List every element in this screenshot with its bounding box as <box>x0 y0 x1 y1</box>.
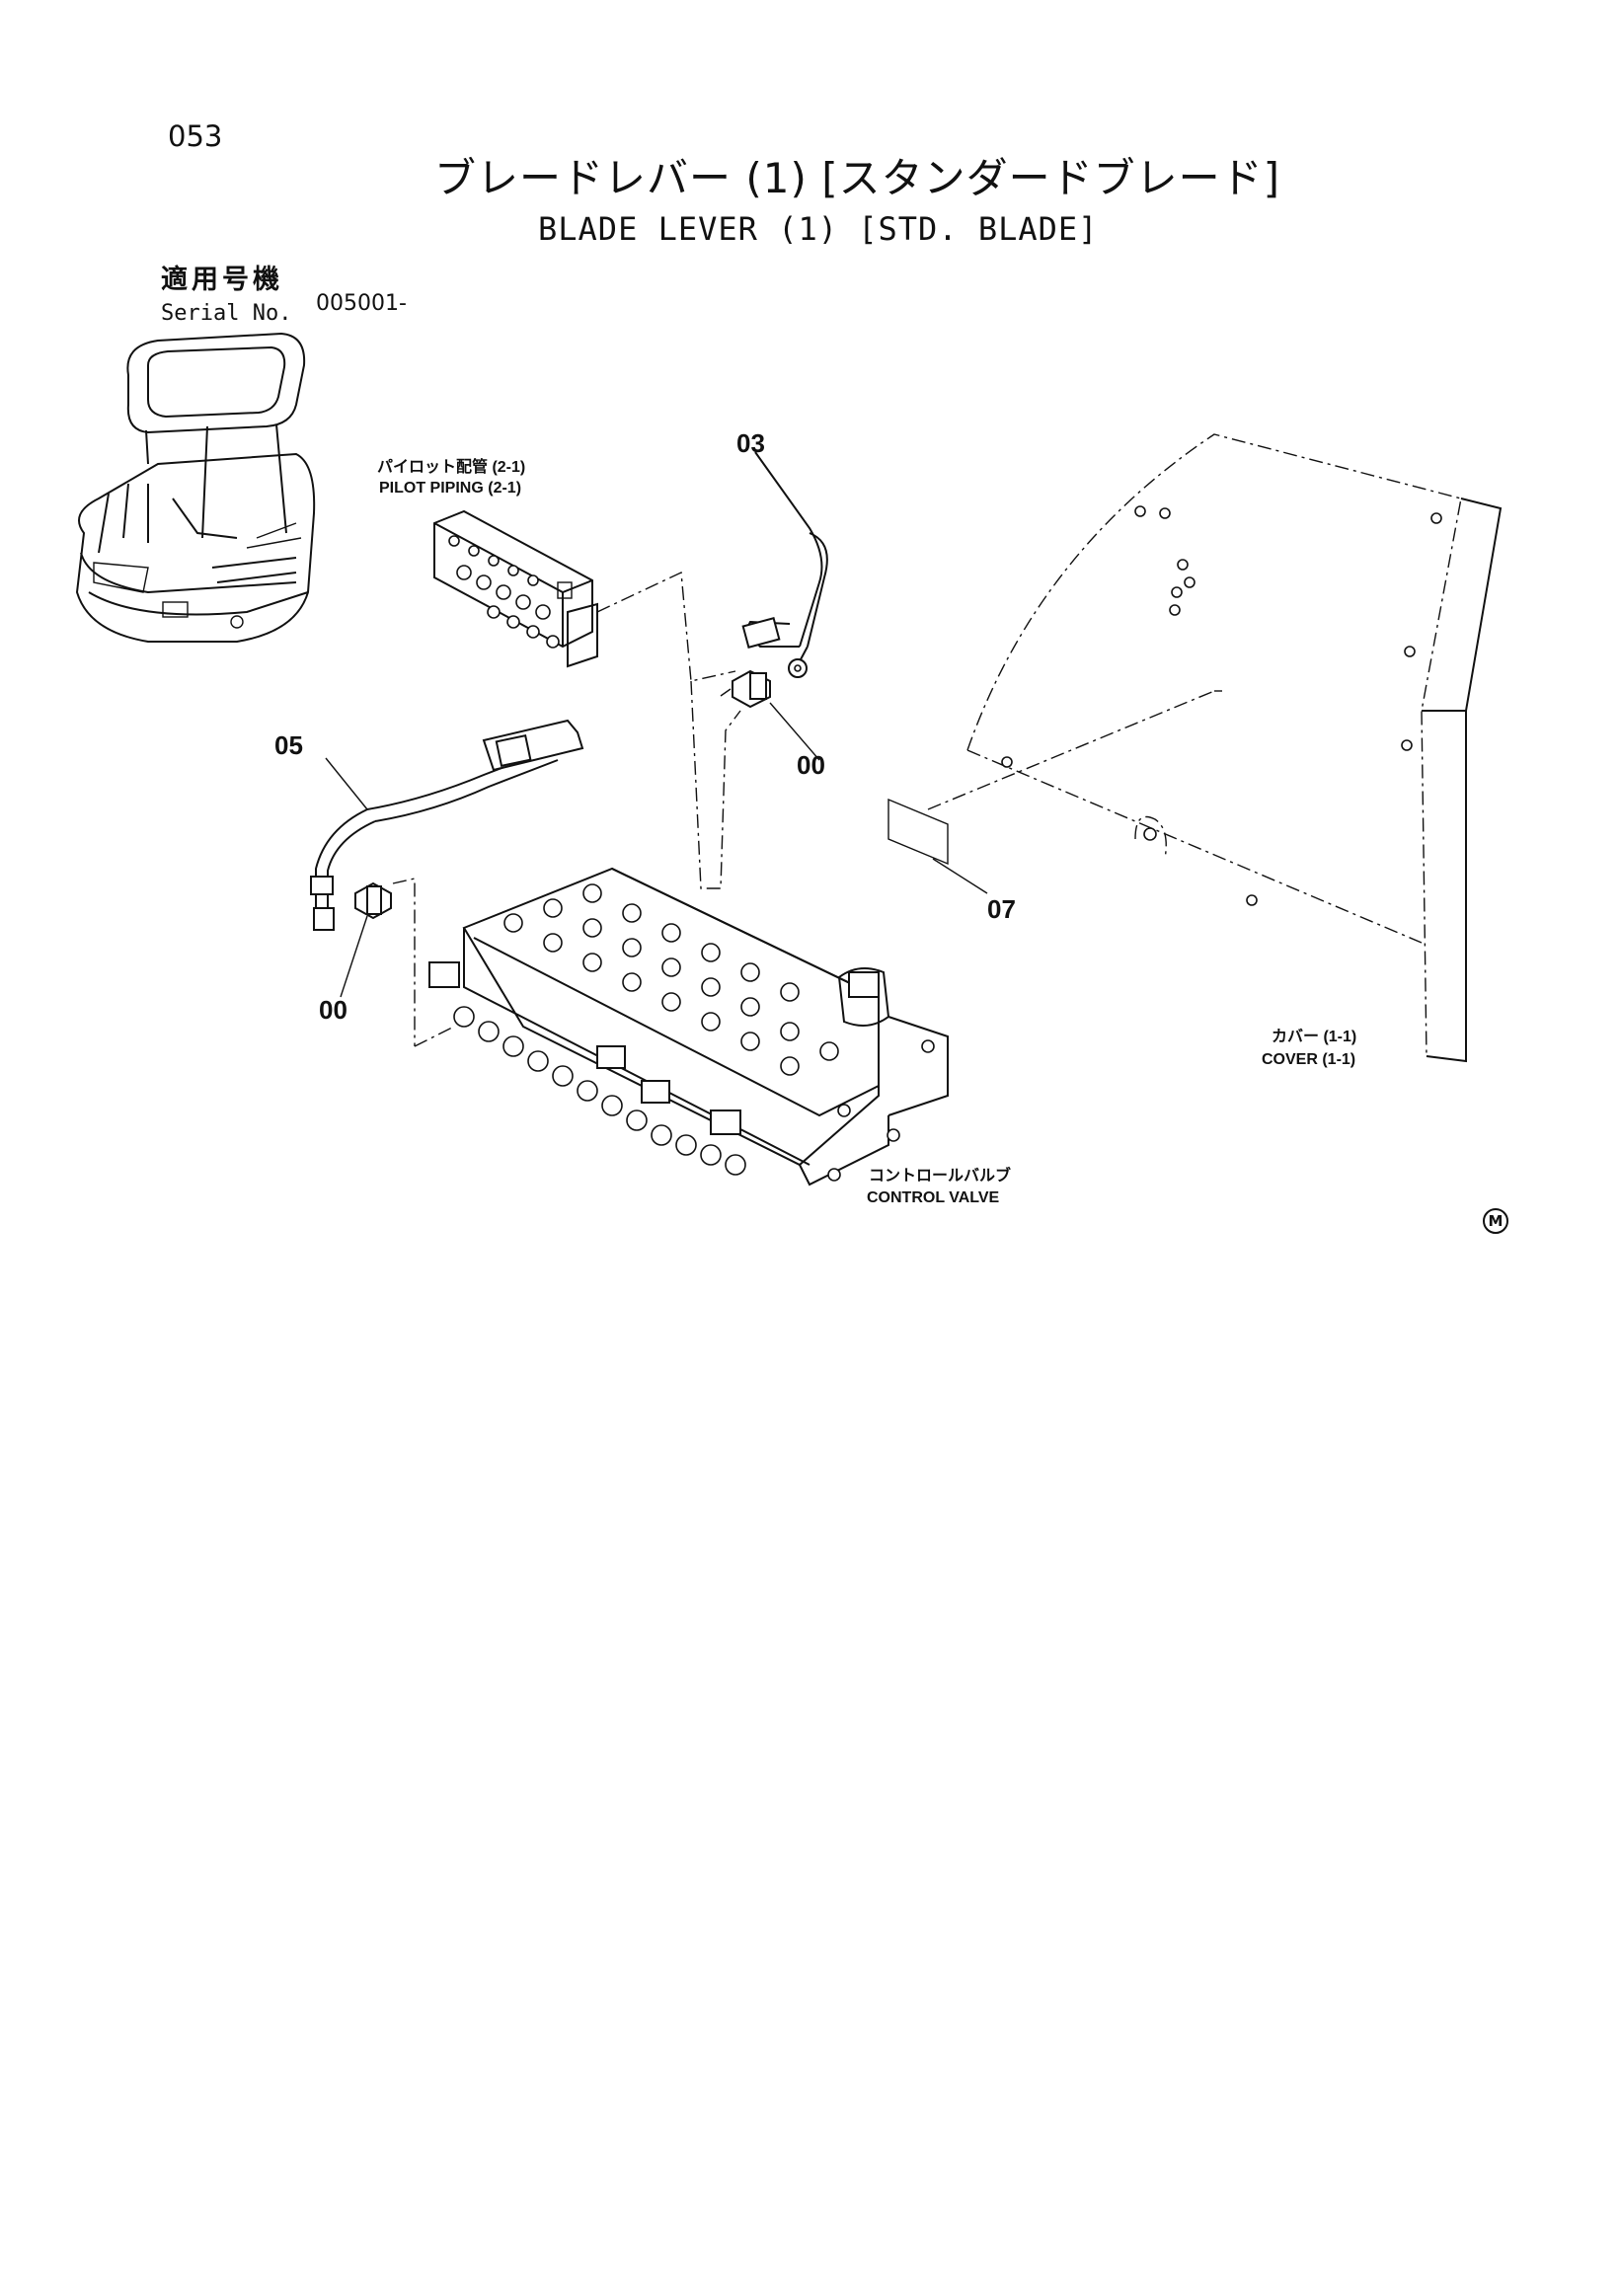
hose-05 <box>310 719 584 931</box>
cover-panel <box>966 433 1503 1063</box>
part-number-adapter-right: 00 <box>797 750 825 780</box>
adapter-left <box>340 881 392 998</box>
pilot-piping-label-jp: パイロット配管 (2-1) <box>377 459 526 476</box>
part-number-hose-left: 05 <box>274 730 303 760</box>
page-title-jp: ブレードレバー (1) [スタンダードブレード] <box>434 154 1280 202</box>
serial-label-en: Serial No. <box>161 301 292 326</box>
routing-lines <box>392 571 1222 1047</box>
plate-07 <box>887 798 988 894</box>
part-number-adapter-left: 00 <box>319 995 347 1025</box>
serial-label-jp: 適用号機 <box>161 265 283 295</box>
cover-label-jp: カバー (1-1) <box>1272 1029 1357 1045</box>
hose-03 <box>741 451 828 678</box>
page-title-en: BLADE LEVER (1) [STD. BLADE] <box>538 210 1099 248</box>
control-valve <box>428 867 949 1186</box>
control-valve-label-jp: コントロールバルブ <box>869 1168 1012 1185</box>
part-number-hose-top: 03 <box>736 428 765 458</box>
cover-label-en: COVER (1-1) <box>1262 1051 1356 1068</box>
manufacturer-mark: M <box>1483 1208 1508 1234</box>
pilot-piping-block <box>433 509 598 668</box>
adapter-right <box>720 669 820 761</box>
serial-number-value: 005001- <box>316 291 407 316</box>
pilot-piping-label-en: PILOT PIPING (2-1) <box>379 480 522 497</box>
control-valve-label-en: CONTROL VALVE <box>867 1189 1000 1206</box>
part-number-plate: 07 <box>987 894 1016 924</box>
page-number: 053 <box>168 119 223 153</box>
machine-overview-illustration <box>75 332 316 643</box>
